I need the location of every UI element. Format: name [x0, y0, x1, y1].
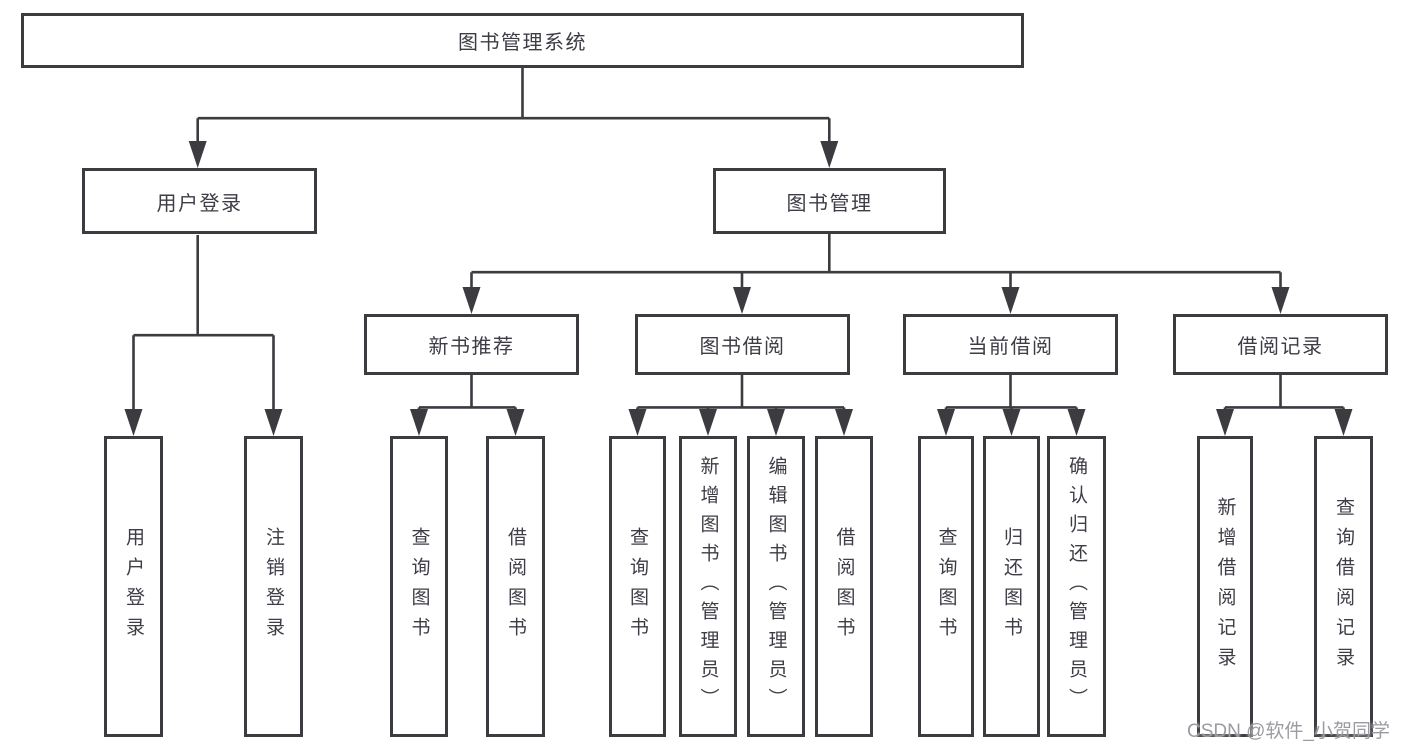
node-label: 当前借阅 — [967, 336, 1054, 358]
node-book-borrowing: 图书借阅 — [635, 314, 850, 375]
node-label: 查询图书 — [408, 526, 430, 647]
leaf-query-borrow-record: 查询借阅记录 — [1314, 436, 1373, 737]
node-label: 图书管理 — [786, 192, 873, 215]
node-label: 新书推荐 — [428, 336, 515, 358]
leaf-confirm-return-admin: 确认归还（管理员） — [1047, 436, 1106, 737]
node-label: 归还图书 — [1001, 526, 1022, 647]
node-label: 查询图书 — [627, 526, 648, 647]
node-borrowing-records: 借阅记录 — [1173, 314, 1388, 375]
node-label: 查询图书 — [935, 526, 957, 647]
leaf-query-books-current: 查询图书 — [918, 436, 974, 737]
node-label: 借阅图书 — [505, 526, 526, 647]
node-label: 图书借阅 — [699, 336, 786, 358]
node-label: 编辑图书（管理员） — [765, 456, 787, 717]
node-label: 新增借阅记录 — [1214, 496, 1236, 677]
leaf-query-books-borrowing: 查询图书 — [609, 436, 666, 737]
leaf-add-book-admin: 新增图书（管理员） — [679, 436, 737, 737]
csdn-watermark: CSDN @软件_小贺同学 — [1187, 721, 1390, 742]
node-label: 借阅图书 — [833, 526, 855, 647]
node-user-login-group: 用户登录 — [82, 168, 317, 234]
node-label: 注销登录 — [263, 526, 284, 647]
node-label: 新增图书（管理员） — [697, 456, 719, 717]
leaf-user-login: 用户登录 — [104, 436, 163, 737]
node-label: 借阅记录 — [1237, 336, 1324, 358]
node-label: 用户登录 — [123, 526, 144, 647]
leaf-logout: 注销登录 — [244, 436, 303, 737]
node-label: 图书管理系统 — [458, 32, 587, 54]
leaf-add-borrow-record: 新增借阅记录 — [1197, 436, 1253, 737]
node-label: 确认归还（管理员） — [1066, 456, 1087, 717]
node-library-management-system: 图书管理系统 — [21, 13, 1024, 68]
leaf-edit-book-admin: 编辑图书（管理员） — [747, 436, 805, 737]
node-label: 查询借阅记录 — [1333, 496, 1354, 677]
leaf-borrow-books-recommend: 借阅图书 — [486, 436, 545, 737]
node-current-borrowing: 当前借阅 — [903, 314, 1118, 375]
leaf-return-book: 归还图书 — [983, 436, 1040, 737]
arrowhead-icons — [124, 141, 1353, 436]
leaf-borrow-books-borrowing: 借阅图书 — [815, 436, 873, 737]
node-new-book-recommend: 新书推荐 — [364, 314, 579, 375]
node-book-management: 图书管理 — [713, 168, 946, 234]
node-label: 用户登录 — [156, 192, 243, 215]
leaf-query-books-recommend: 查询图书 — [390, 436, 448, 737]
